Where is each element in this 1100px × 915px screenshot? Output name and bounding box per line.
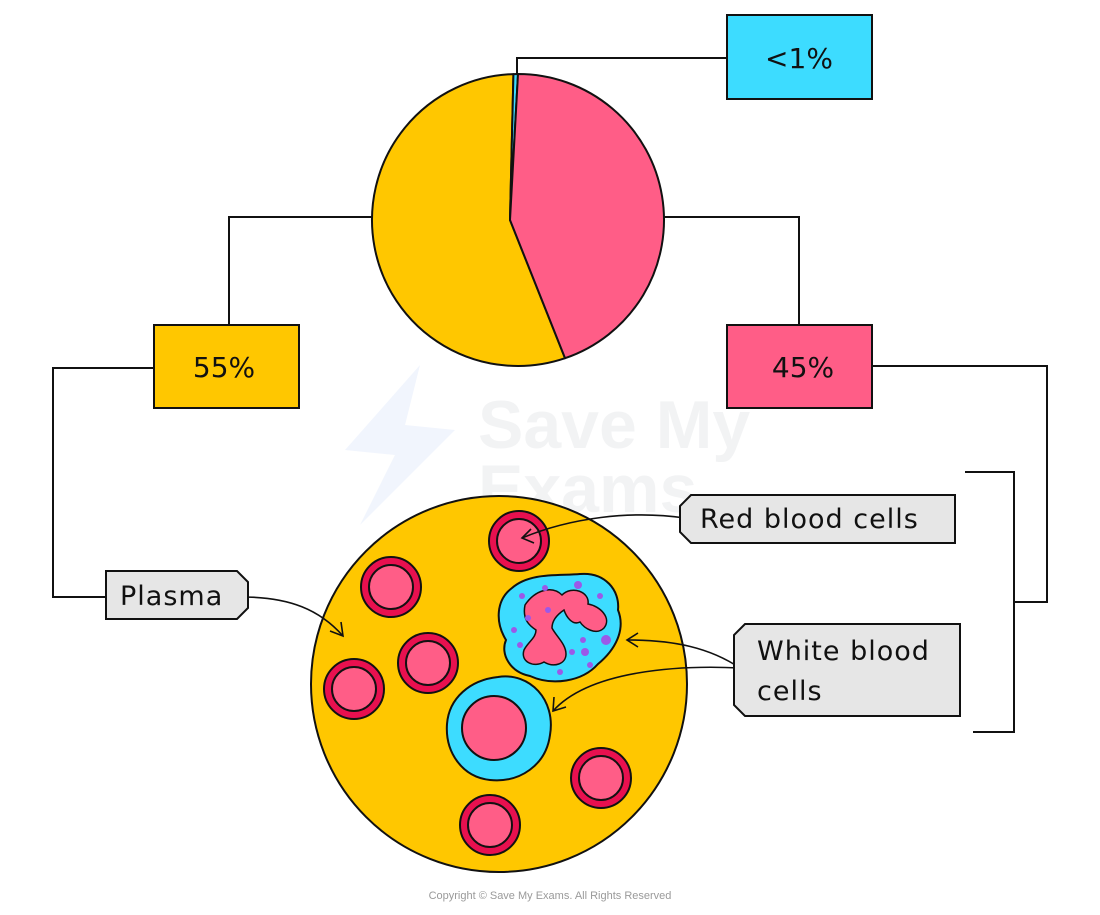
pie-slice-red-cells <box>509 73 665 360</box>
white-blood-cell-granulocyte <box>497 572 622 683</box>
red-blood-cell <box>360 556 422 618</box>
pie-chart <box>371 73 665 367</box>
arrowhead-white-lymphocyte <box>552 696 567 713</box>
red-pct-rect <box>726 324 873 409</box>
arrow-red-cells <box>521 514 686 539</box>
white-pct-box: <1% <box>726 14 873 100</box>
plasma-pct-box: 55% <box>153 324 300 409</box>
copyright-notice: Copyright © Save My Exams. All Rights Re… <box>428 890 672 902</box>
connector-plasma-label <box>52 367 154 598</box>
cells-bracket <box>965 471 1015 733</box>
watermark-line1: Save My <box>478 387 750 463</box>
annotation-arrows <box>235 513 747 713</box>
arrow-white-lymphocyte <box>552 666 741 712</box>
red-cells-tag-shape <box>679 494 956 544</box>
arrowhead-red-cells <box>520 528 535 544</box>
arrowhead-white-granulocyte <box>625 632 639 648</box>
arrow-plasma <box>241 596 344 637</box>
connector-red-pct <box>664 216 800 326</box>
red-pct-box: 45% <box>726 324 873 409</box>
red-blood-cell <box>397 632 459 694</box>
red-blood-cell <box>323 658 385 720</box>
blood-sample <box>310 495 688 873</box>
white-cells-tag-shape <box>733 623 961 717</box>
white-cells-label-line2: cells <box>757 676 823 707</box>
plasma-pct-rect <box>153 324 300 409</box>
plasma-label: Plasma <box>120 581 223 612</box>
arrowhead-plasma <box>329 621 344 638</box>
white-blood-cell-lymphocyte <box>445 675 552 782</box>
granules <box>511 581 611 675</box>
arrow-white-granulocyte <box>626 639 741 669</box>
connector-plasma-pct <box>228 216 373 326</box>
red-blood-cell <box>459 794 521 856</box>
red-pct-label: 45% <box>772 351 834 384</box>
red-cells-tag: Red blood cells <box>679 494 956 544</box>
white-pct-label: <1% <box>765 42 833 75</box>
plasma-tag-shape <box>105 570 249 620</box>
connector-cells-bracket <box>872 365 1048 603</box>
plasma-pct-label: 55% <box>193 351 255 384</box>
red-blood-cell-group <box>323 510 632 856</box>
granulocyte-nucleus <box>522 589 608 666</box>
watermark-bolt-icon <box>345 365 455 525</box>
white-cells-tag: White blood cells <box>733 623 961 717</box>
lymphocyte-nucleus <box>461 695 527 761</box>
plasma-tag: Plasma <box>105 570 249 620</box>
white-cells-label-line1: White blood <box>757 636 930 667</box>
red-blood-cell <box>488 510 550 572</box>
white-pct-rect <box>726 14 873 100</box>
pie-slice-plasma <box>371 73 567 367</box>
red-blood-cell <box>570 747 632 809</box>
red-cells-label: Red blood cells <box>700 504 919 535</box>
